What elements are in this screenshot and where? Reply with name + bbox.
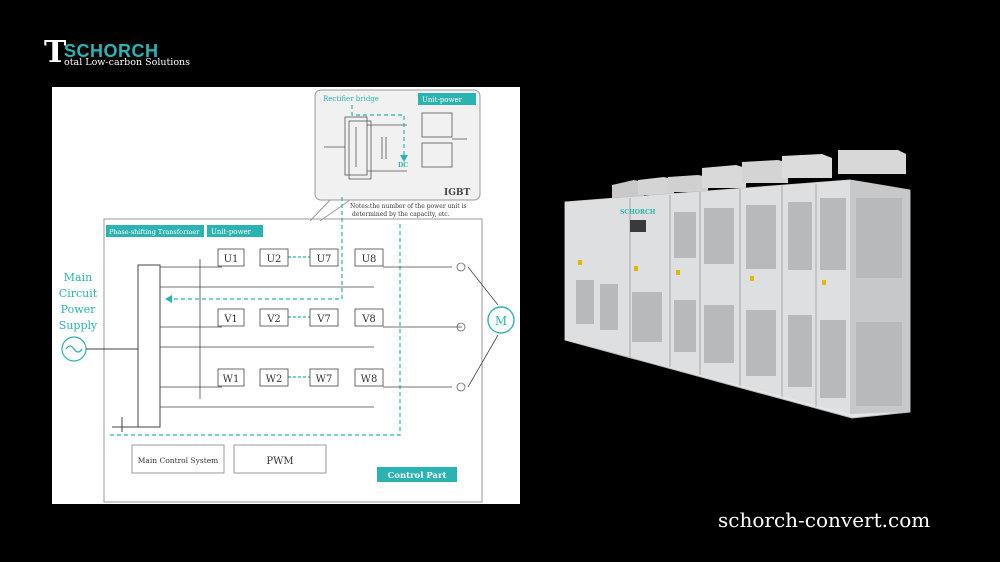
motor-label: M [495, 314, 507, 328]
control-display [630, 220, 646, 232]
input-label-line-2: Circuit [59, 287, 98, 300]
unit-w2: W2 [266, 374, 283, 385]
unit-u7: U7 [317, 254, 332, 265]
circuit-diagram: Rectifier bridge Unit-power DC IGBT Note… [59, 89, 515, 503]
input-label-line-3: Power [61, 303, 97, 316]
unit-v1: V1 [223, 314, 238, 325]
unit-u1: U1 [224, 254, 239, 265]
cabinet-brand: SCHORCH [620, 209, 656, 216]
igbt-label: IGBT [444, 188, 471, 198]
input-label-line-4: Supply [59, 319, 98, 332]
company-logo: T SCHORCH otal Low-carbon Solutions [44, 35, 214, 70]
main-control-box [131, 444, 225, 474]
unit-u8: U8 [362, 254, 377, 265]
notes-line-2: determined by the capacity, etc. [352, 211, 450, 218]
unit-u2: U2 [267, 254, 282, 265]
main-control-label: Main Control System [138, 456, 219, 465]
unit-v2: V2 [266, 314, 281, 325]
website-url: schorch-convert.com [718, 508, 931, 532]
pwm-label: PWM [266, 456, 293, 467]
control-part-label: Control Part [388, 471, 447, 481]
transformer-label: Phase-shifting Transformer [109, 228, 200, 236]
vfd-cabinet-image: SCHORCH [560, 149, 960, 420]
pwm-box [233, 444, 327, 474]
notes-line-1: Notes:the number of the power unit is [350, 203, 467, 210]
circuit-diagram-panel: Rectifier bridge Unit-power DC IGBT Note… [52, 87, 520, 504]
transformer-core [137, 264, 161, 428]
unit-v7: V7 [316, 314, 331, 325]
rectifier-bridge-label: Rectifier bridge [323, 95, 379, 103]
unit-w7: W7 [316, 374, 333, 385]
logo-brand-name: SCHORCH [64, 41, 159, 61]
unit-w8: W8 [361, 374, 378, 385]
cabinet-top-units [612, 149, 906, 200]
unit-power-label-2: Unit-power [211, 228, 252, 236]
logo-tagline: otal Low-carbon Solutions [64, 57, 191, 68]
unit-w1: W1 [223, 374, 240, 385]
motor-icon [487, 306, 515, 334]
unit-v8: V8 [361, 314, 376, 325]
logo-initial: T [44, 35, 67, 70]
unit-power-label: Unit-power [422, 96, 463, 104]
dc-label: DC [398, 162, 408, 169]
input-label-line-1: Main [64, 271, 92, 284]
